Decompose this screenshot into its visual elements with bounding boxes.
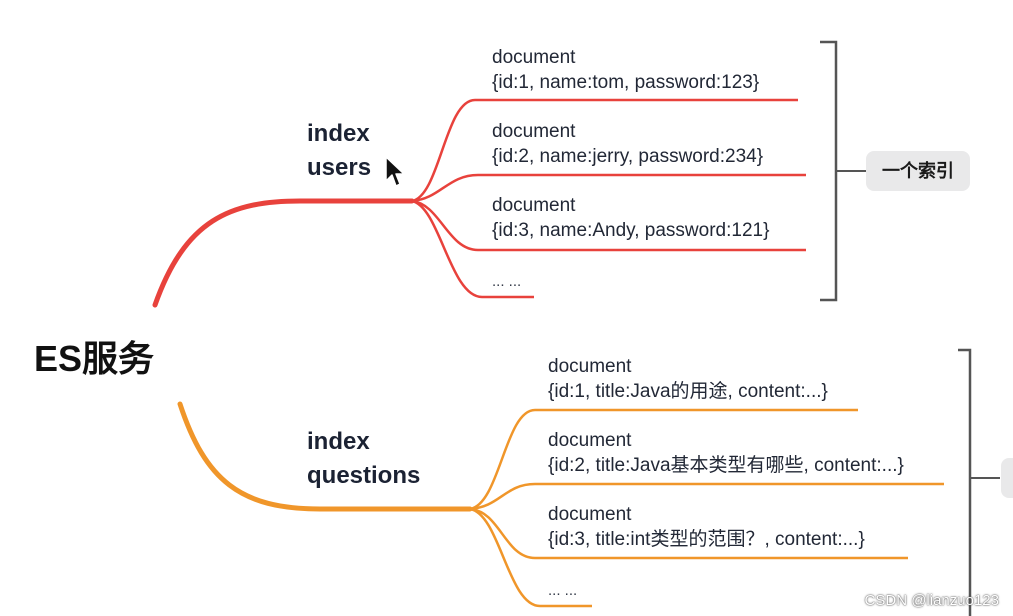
users-branch-line1: index <box>307 120 370 147</box>
users-doc1-connector <box>411 98 798 203</box>
questions-document-3-body: {id:3, title:int类型的范围？, content:...} <box>548 529 865 550</box>
questions-branch-label: index questions <box>307 425 420 493</box>
users-document-3-body: {id:3, name:Andy, password:121} <box>492 220 770 241</box>
users-more-documents: ... ... <box>492 273 522 290</box>
users-doc2-connector <box>411 173 806 203</box>
questions-branch-line2: questions <box>307 462 421 489</box>
users-bracket <box>820 40 838 302</box>
root-node-label: ES服务 <box>34 338 155 379</box>
questions-document-3-title: document <box>548 504 632 525</box>
users-document-3-title: document <box>492 195 576 216</box>
users-doc3-connector <box>411 199 806 252</box>
users-branch-label: index users <box>307 117 371 185</box>
questions-doc2-connector <box>469 482 944 511</box>
users-more-connector <box>411 199 534 299</box>
questions-bracket-label-stub <box>1001 458 1013 498</box>
questions-document-1-body: {id:1, title:Java的用途, content:...} <box>548 381 828 402</box>
questions-doc1-connector <box>469 408 858 511</box>
questions-document-1: document {id:1, title:Java的用途, content:.… <box>548 354 828 404</box>
cursor-arrow-icon <box>385 156 405 187</box>
questions-document-2-title: document <box>548 430 632 451</box>
users-branch-line2: users <box>307 154 372 181</box>
users-document-1: document {id:1, name:tom, password:123} <box>492 45 759 95</box>
users-document-3: document {id:3, name:Andy, password:121} <box>492 193 769 243</box>
users-document-2-body: {id:2, name:jerry, password:234} <box>492 146 764 167</box>
users-document-2-title: document <box>492 121 576 142</box>
root-to-questions-connector <box>177 401 473 512</box>
watermark: CSDN @lianzuo123 <box>864 592 999 609</box>
questions-more-connector <box>469 507 592 608</box>
questions-document-1-title: document <box>548 356 632 377</box>
questions-doc3-connector <box>469 507 908 560</box>
questions-branch-line1: index <box>307 428 370 455</box>
users-document-2: document {id:2, name:jerry, password:234… <box>492 119 763 169</box>
questions-document-2: document {id:2, title:Java基本类型有哪些, conte… <box>548 428 904 478</box>
questions-bracket <box>958 348 972 616</box>
root-to-users-connector <box>152 198 415 308</box>
questions-more-documents: ... ... <box>548 582 578 599</box>
users-document-1-title: document <box>492 47 576 68</box>
users-bracket-label: 一个索引 <box>866 151 970 191</box>
users-document-1-body: {id:1, name:tom, password:123} <box>492 72 760 93</box>
questions-document-3: document {id:3, title:int类型的范围？, content… <box>548 502 865 552</box>
questions-document-2-body: {id:2, title:Java基本类型有哪些, content:...} <box>548 455 904 476</box>
